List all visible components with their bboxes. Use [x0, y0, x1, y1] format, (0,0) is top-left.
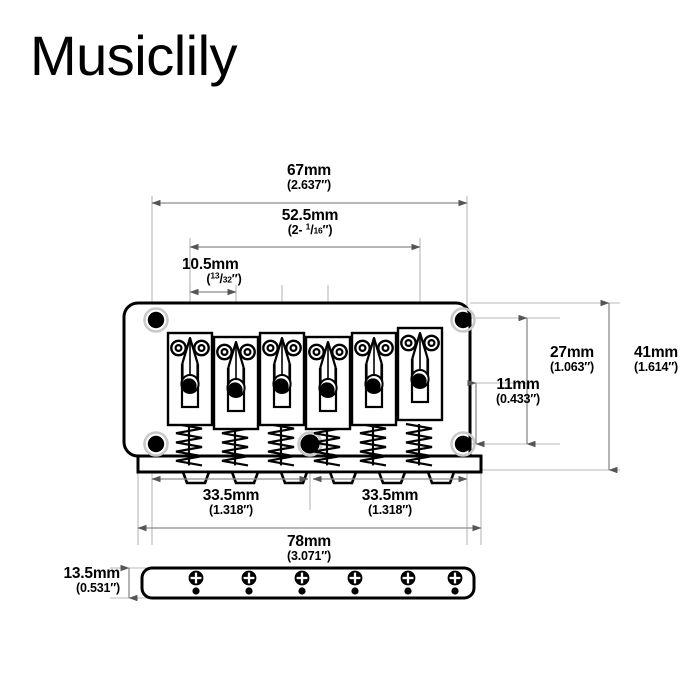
dim-label-13_5mm: 13.5mm (0.531″) — [63, 565, 120, 596]
dim-label-27mm: 27mm (1.063″) — [549, 344, 594, 375]
dim-label-41mm: 41mm (1.614″) — [633, 344, 678, 375]
dim-label-33_5mm-left: 33.5mm (1.318″) — [202, 487, 260, 518]
dim-label-78mm: 78mm (3.071″) — [286, 533, 331, 564]
plate-tabs — [181, 470, 456, 485]
bridge-saddles — [166, 326, 444, 431]
dim-label-33_5mm-right: 33.5mm (1.318″) — [361, 487, 419, 518]
brand-logo: Musiclily — [30, 24, 238, 87]
dim-10_5mm-inch: (13/32″) — [206, 270, 242, 287]
dim-label-10_5mm: 10.5mm (13/32″) — [182, 256, 292, 287]
dim-label-11mm: 11mm (0.433″) — [496, 376, 540, 407]
bridge-side-view — [140, 566, 476, 600]
bridge-plate-top-view — [122, 301, 483, 485]
dim-52_5mm-inch: (2- 1/16″) — [287, 221, 333, 238]
dim-label-52_5mm: 52.5mm (2- 1/16″) — [245, 207, 375, 238]
dimension-lines — [120, 199, 618, 602]
dim-label-67mm: 67mm (2.637″) — [286, 162, 331, 193]
